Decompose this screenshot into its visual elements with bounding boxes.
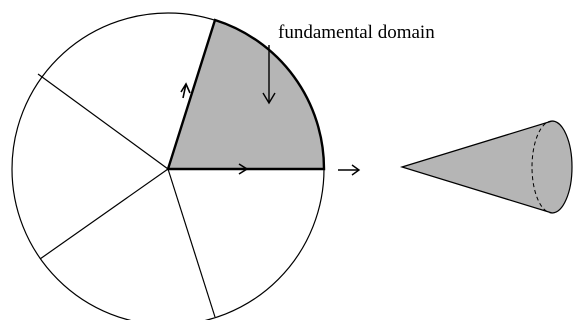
cone-base-hidden-edge — [531, 120, 553, 214]
fundamental-domain-boundary — [166, 18, 326, 171]
edge-gluing-arrow-horizontal — [232, 163, 249, 175]
edge-gluing-arrow-slanted — [180, 82, 191, 99]
cone — [399, 120, 573, 214]
label-pointer-arrow — [262, 45, 276, 105]
sector-radius-upper-left — [37, 73, 169, 170]
sector-radius-bottom — [167, 168, 216, 318]
fundamental-domain-sector — [168, 20, 325, 169]
fundamental-domain-label: fundamental domain — [278, 22, 435, 43]
maps-to-arrow — [338, 164, 361, 176]
sector-radius-lower-left — [39, 168, 169, 260]
cone-surface — [399, 120, 573, 214]
